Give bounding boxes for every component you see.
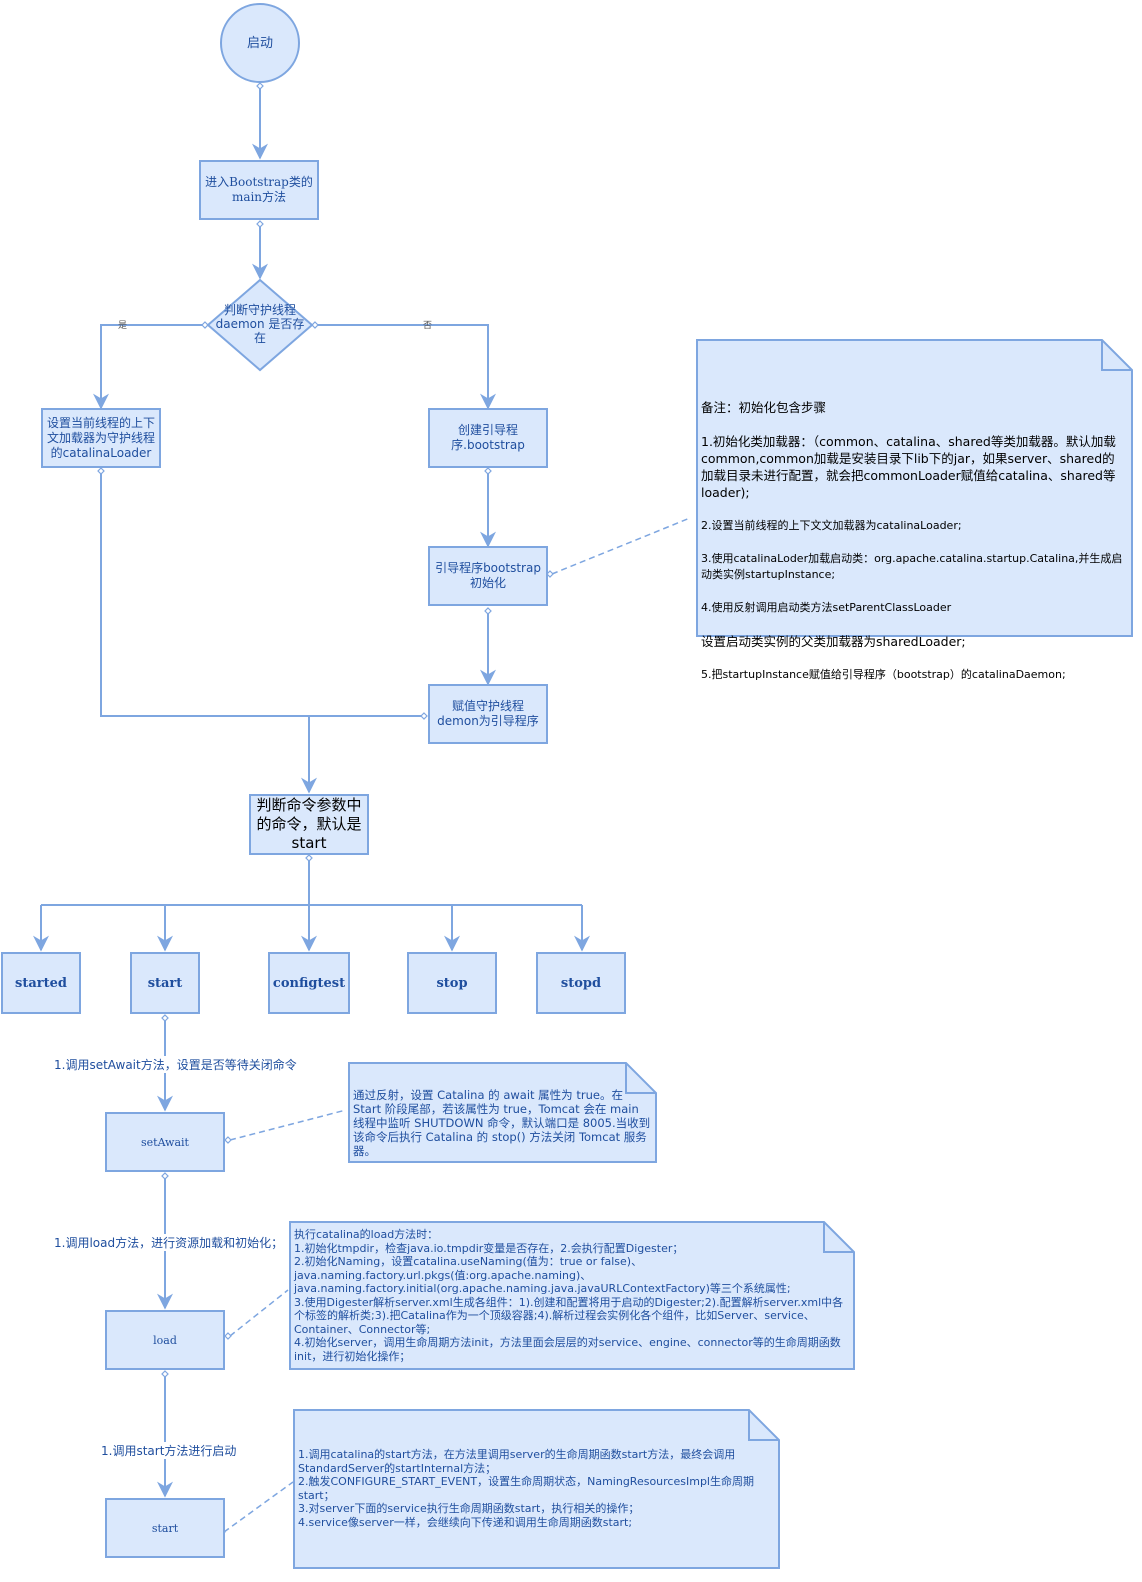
command-start[interactable]: start	[130, 952, 200, 1014]
init-note-line3: 3.使用catalinaLoder加载启动类：org.apache.catali…	[701, 552, 1123, 581]
load-note: 执行catalina的load方法时： 1.初始化tmpdir，检查java.i…	[294, 1228, 844, 1363]
note-await-shape	[348, 1062, 657, 1163]
edge-cmd-bus	[41, 856, 582, 906]
edge-note-await	[229, 1109, 347, 1141]
init-note-line2: 2.设置当前线程的上下文文加载器为catalinaLoader;	[701, 519, 962, 532]
assign-daemon-step[interactable]: 赋值守护线程demon为引导程序	[428, 684, 548, 744]
init-note-line6: 5.把startupInstance赋值给引导程序（bootstrap）的cat…	[701, 668, 1066, 681]
start-event[interactable]: 启动	[220, 3, 300, 83]
edge-judge-yes	[93, 324, 205, 410]
edge-note-load	[229, 1289, 289, 1337]
edge-label-start: 1.调用start方法进行启动	[101, 1442, 237, 1459]
edge-label-no: 否	[423, 321, 433, 331]
decision-diamond-shape	[206, 278, 314, 372]
await-note: 通过反射，设置 Catalina 的 await 属性为 true。在 Star…	[353, 1088, 651, 1158]
edge-label-load: 1.调用load方法，进行资源加载和初始化；	[54, 1234, 284, 1251]
judge-command-step[interactable]: 判断命令参数中的命令，默认是start	[249, 794, 369, 855]
init-note-line5: 设置启动类实例的父类加载器为sharedLoader;	[701, 634, 966, 649]
edge-note-start	[223, 1481, 294, 1533]
command-started[interactable]: started	[1, 952, 81, 1014]
init-bootstrap-step[interactable]: 引导程序bootstrap初始化	[428, 546, 548, 606]
start-note: 1.调用catalina的start方法，在方法里调用server的生命周期函数…	[298, 1448, 754, 1529]
set-loader-step[interactable]: 设置当前线程的上下文加载器为守护线程的catalinaLoader	[41, 408, 161, 468]
command-stopd[interactable]: stopd	[536, 952, 626, 1014]
command-configtest[interactable]: configtest	[268, 952, 350, 1014]
init-note-line4: 4.使用反射调用启动类方法setParentClassLoader	[701, 601, 952, 614]
edge-judge-no	[315, 324, 496, 410]
load-step[interactable]: load	[105, 1310, 225, 1370]
edge-label-yes: 是	[118, 321, 128, 331]
init-note: 备注：初始化包含步骤 1.初始化类加载器：（common、catalina、sh…	[697, 378, 1129, 704]
edge-loader-join	[100, 470, 317, 794]
command-stop[interactable]: stop	[407, 952, 497, 1014]
init-note-line1: 1.初始化类加载器：（common、catalina、shared等类加载器。默…	[701, 434, 1116, 500]
judge-daemon-decision[interactable]: 判断守护线程 daemon 是否存在	[215, 303, 305, 345]
note-load-shape	[289, 1221, 855, 1370]
edge-note-init	[551, 517, 691, 575]
enter-main-step[interactable]: 进入Bootstrap类的main方法	[199, 160, 319, 220]
start-final-step[interactable]: start	[105, 1498, 225, 1558]
create-bootstrap-step[interactable]: 创建引导程序.bootstrap	[428, 408, 548, 468]
note-init-shape	[696, 339, 1133, 637]
note-start-shape	[293, 1409, 780, 1569]
edge-label-set-await: 1.调用setAwait方法，设置是否等待关闭命令	[54, 1056, 297, 1073]
init-note-title: 备注：初始化包含步骤	[701, 400, 827, 415]
set-await-step[interactable]: setAwait	[105, 1112, 225, 1172]
